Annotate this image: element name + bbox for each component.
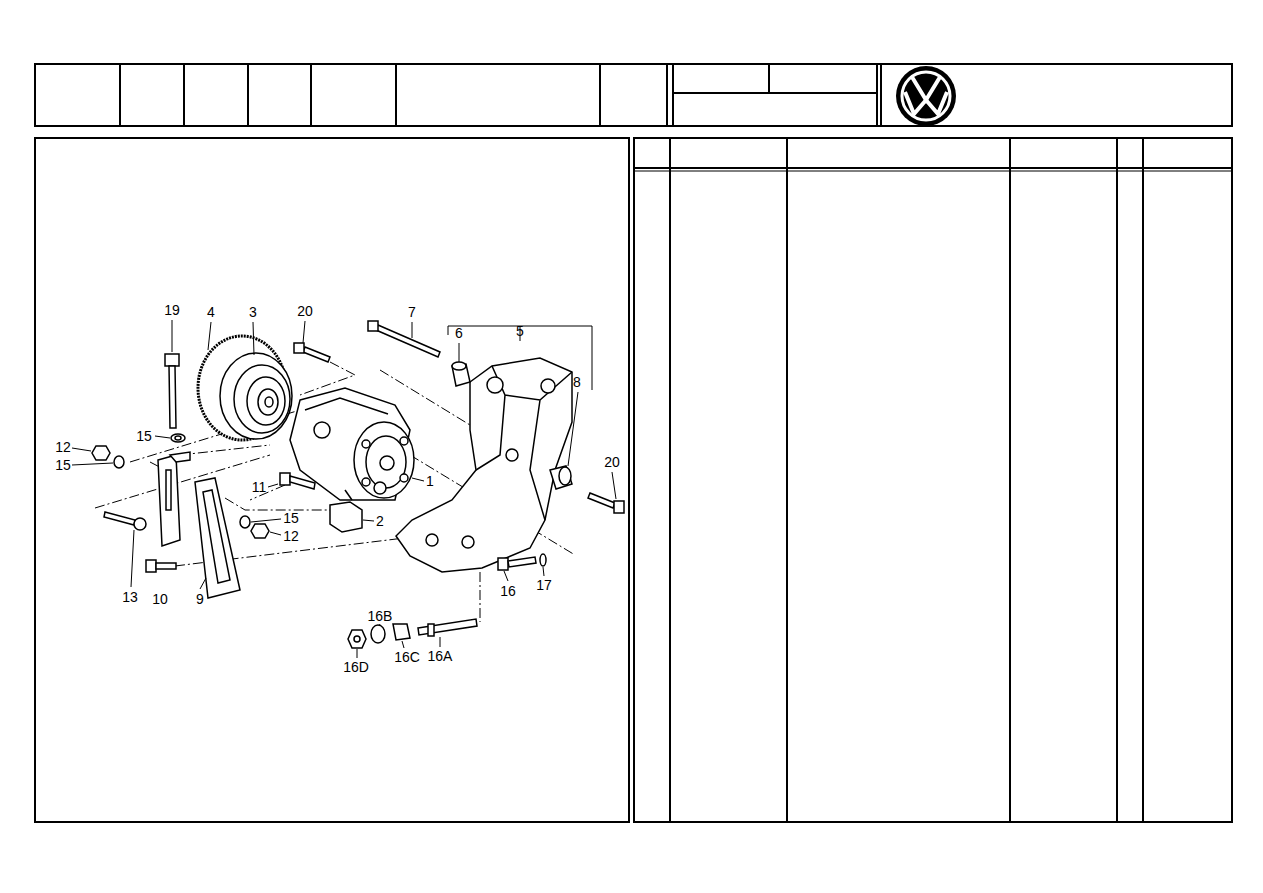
callout-number: 13 bbox=[121, 590, 139, 605]
callout-number: 15 bbox=[135, 429, 153, 444]
callout-number: 12 bbox=[282, 529, 300, 544]
callout-number: 3 bbox=[248, 305, 258, 320]
callout-number: 1 bbox=[425, 474, 435, 489]
callout-number: 2 bbox=[375, 514, 385, 529]
callout-number: 16A bbox=[427, 649, 454, 664]
callout-number: 16 bbox=[499, 584, 517, 599]
callout-number: 6 bbox=[454, 326, 464, 341]
callout-number: 15 bbox=[54, 458, 72, 473]
callout-number: 16B bbox=[367, 609, 394, 624]
callout-number: 20 bbox=[603, 455, 621, 470]
callout-number: 16C bbox=[393, 650, 421, 665]
callout-number: 17 bbox=[535, 578, 553, 593]
vw-logo bbox=[896, 66, 956, 126]
callout-number: 19 bbox=[163, 303, 181, 318]
callout-number: 5 bbox=[515, 324, 525, 339]
callout-number: 20 bbox=[296, 304, 314, 319]
callout-number: 16D bbox=[342, 660, 370, 675]
callout-number: 12 bbox=[54, 440, 72, 455]
callout-number: 4 bbox=[206, 305, 216, 320]
callout-number: 10 bbox=[151, 592, 169, 607]
callout-number: 15 bbox=[282, 511, 300, 526]
callout-number: 7 bbox=[407, 305, 417, 320]
callout-number: 9 bbox=[195, 592, 205, 607]
callout-number: 11 bbox=[251, 480, 268, 495]
callout-number: 8 bbox=[572, 375, 582, 390]
